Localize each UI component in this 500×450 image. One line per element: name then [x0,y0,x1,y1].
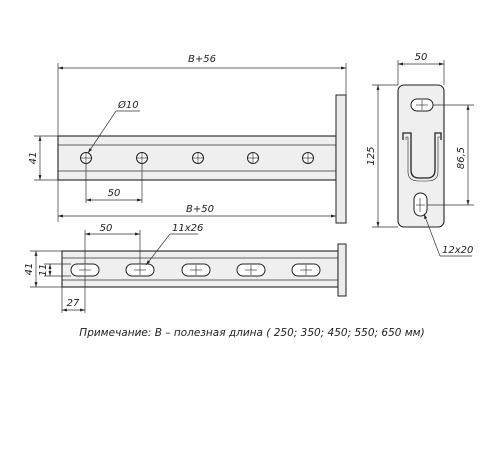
dim-side-slot-size: 12x20 [442,245,473,256]
bottom-slots [70,263,321,277]
top-hole [136,152,148,164]
side-channel-profile [402,132,442,179]
top-end-plate [335,94,347,224]
dim-bottom-inner-height: 11 [38,264,49,277]
bottom-slot [236,263,266,277]
dim-side-width: 50 [415,52,428,63]
bottom-slot [291,263,321,277]
side-view: 50 125 86,5 12x20 [366,52,474,257]
side-end-plate [397,84,445,228]
bottom-view: 50 11x26 41 11 27 [24,223,347,313]
dim-top-height: 41 [28,152,39,165]
bottom-end-plate [337,243,347,297]
dim-hole-pitch: 50 [108,188,121,199]
top-hole [247,152,259,164]
dim-bottom-slot-size: 11x26 [172,223,203,234]
dim-side-slot-pitch: 86,5 [456,147,467,169]
side-slot-upper [410,98,434,112]
top-hole [80,152,92,164]
note-text: Примечание: B – полезная длина ( 250; 35… [79,327,424,339]
dim-side-height: 125 [366,146,377,165]
dim-overall-length: B+56 [188,54,216,65]
dim-bottom-slot-pitch: 50 [100,223,113,234]
top-hole [192,152,204,164]
top-holes [80,152,314,164]
bottom-slot [125,263,155,277]
dim-profile-length: B+50 [186,204,214,215]
top-view: B+56 B+50 41 50 Ø10 [28,54,347,224]
dim-bottom-first-offset: 27 [67,298,80,309]
dim-hole-diameter: Ø10 [117,99,139,111]
bottom-slot [70,263,100,277]
bottom-slot [181,263,211,277]
dim-bottom-height: 41 [24,263,35,276]
side-slot-lower [413,192,428,217]
top-hole [302,152,314,164]
